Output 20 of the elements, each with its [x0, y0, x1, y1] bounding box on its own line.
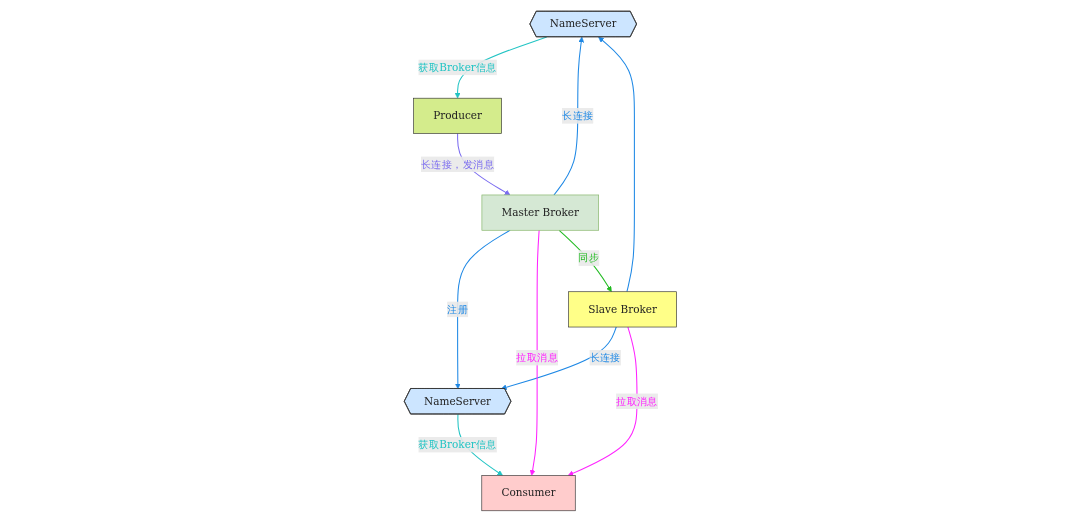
arrow — [454, 229, 511, 390]
arrow — [597, 36, 635, 293]
node-box: Consumer — [481, 475, 576, 512]
edge-label: 拉取消息 — [515, 351, 558, 364]
edge-label: 获取Broker信息 — [418, 60, 497, 74]
edge-label: 获取Broker信息 — [418, 438, 497, 451]
edge-label: 长连接，发消息 — [420, 157, 494, 171]
arrow — [553, 36, 584, 196]
arrow — [500, 326, 617, 391]
edge-label: 长连接 — [589, 351, 621, 364]
arrow — [558, 229, 612, 292]
node-box: Producer — [412, 97, 502, 134]
edge-label: 同步 — [578, 251, 599, 264]
arrow — [529, 229, 540, 476]
arrow — [567, 326, 638, 476]
edge-label: 长连接 — [561, 109, 594, 122]
node-box: Slave Broker — [567, 291, 677, 328]
node-box: Master Broker — [481, 194, 599, 231]
edge-label: 注册 — [446, 302, 468, 316]
edge-label: 拉取消息 — [615, 394, 658, 408]
